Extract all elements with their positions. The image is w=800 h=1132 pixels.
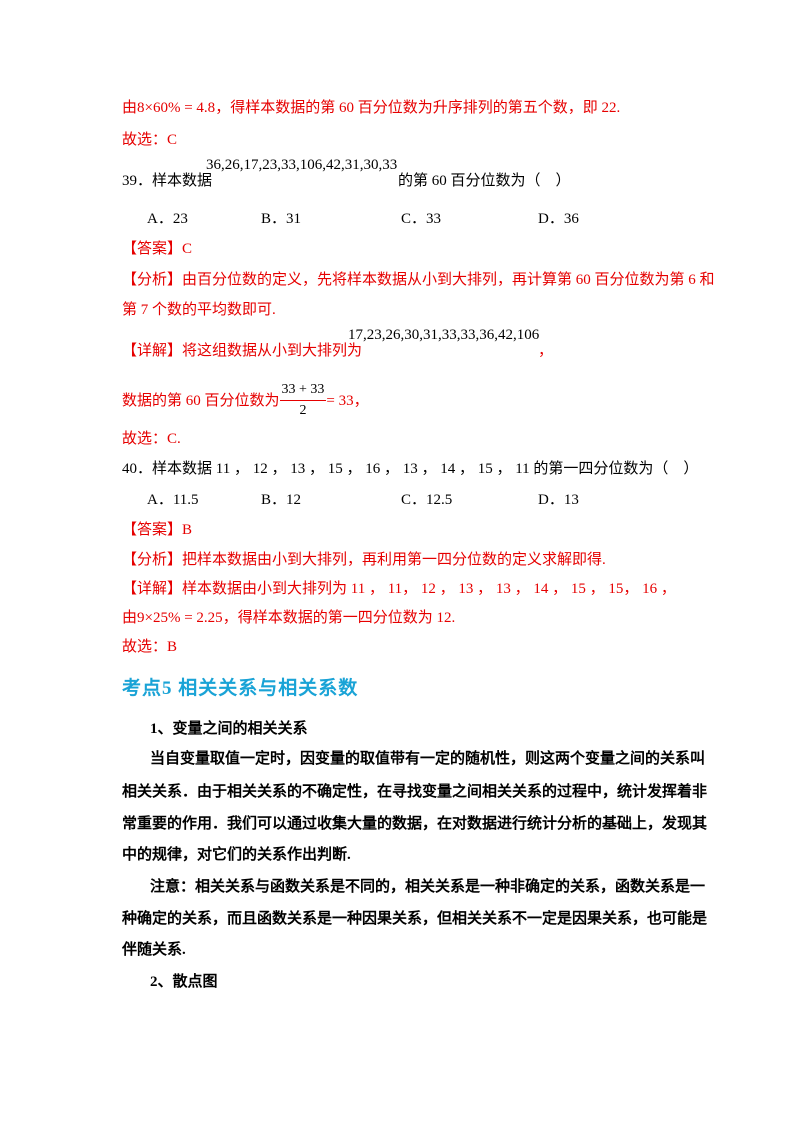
q40-analysis: 【分析】把样本数据由小到大排列，再利用第一四分位数的定义求解即得. [122, 552, 606, 568]
q39-option-b: B．31 [261, 211, 302, 227]
q40-detail: 【详解】样本数据由小到大排列为 11 ， 11， 12 ， 13 ， 13 ， … [122, 581, 676, 597]
para2-line-3: 伴随关系. [122, 942, 186, 958]
para1-line-4: 中的规律，对它们的关系作出判断. [122, 847, 351, 863]
q39-detail-prefix: 【详解】将这组数据从小到大排列为 [122, 343, 363, 359]
para1-line-1: 当自变量取值一定时，因变量的取值带有一定的随机性，则这两个变量之间的关系叫 [150, 751, 706, 767]
q38-calc-math: 8×60% = 4.8 [137, 100, 216, 116]
q40-answer: 【答案】B [122, 522, 193, 538]
q39-option-a: A．23 [147, 211, 188, 227]
q39-sorted-values: 17,23,26,30,31,33,33,36,42,106 [348, 327, 540, 343]
q40-stem: 40．样本数据 11 ， 12 ， 13 ， 15 ， 16 ， 13 ， 14… [122, 461, 699, 477]
q40-calc-suffix: ，得样本数据的第一四分位数为 12. [222, 610, 456, 626]
q40-option-a: A．11.5 [147, 492, 199, 508]
q40-calc-prefix: 由 [122, 610, 138, 626]
para1-line-2: 相关关系．由于相关关系的不确定性，在寻找变量之间相关关系的过程中，统计发挥着非 [122, 784, 708, 800]
para1-line-3: 常重要的作用．我们可以通过收集大量的数据，在对数据进行统计分析的基础上，发现其 [122, 816, 708, 832]
q39-choice: 故选：C. [122, 431, 181, 447]
q40-option-d: D．13 [538, 492, 579, 508]
subheading-scatter: 2、散点图 [150, 974, 218, 990]
q40-calc-line: 由9×25% = 2.25，得样本数据的第一四分位数为 12. [122, 611, 455, 626]
q39-option-c: C．33 [401, 211, 442, 227]
q38-calc-text: ，得样本数据的第 60 百分位数为升序排列的第五个数，即 22. [215, 100, 621, 116]
q39-result-prefix: 数据的第 60 百分位数为 [122, 392, 280, 409]
q39-data-values: 36,26,17,23,33,106,42,31,30,33 [206, 157, 398, 173]
q39-option-d: D．36 [538, 211, 579, 227]
q40-option-c: C．12.5 [401, 492, 453, 508]
q40-choice: 故选：B [122, 639, 178, 655]
para2-line-1: 注意：相关关系与函数关系是不同的，相关关系是一种非确定的关系，函数关系是一 [150, 879, 706, 895]
q39-analysis-line-2: 第 7 个数的平均数即可. [122, 302, 276, 318]
para2-line-2: 种确定的关系，而且函数关系是一种因果关系，但相关关系不一定是因果关系，也可能是 [122, 911, 708, 927]
q40-option-b: B．12 [261, 492, 302, 508]
q39-answer: 【答案】C [122, 241, 193, 257]
section-heading: 考点5 相关关系与相关系数 [122, 678, 359, 699]
q39-stem-prefix: 39．样本数据 [122, 173, 213, 189]
q38-choice: 故选：C [122, 132, 178, 148]
q39-result-suffix: = 33， [326, 392, 369, 409]
q39-fraction-denominator: 2 [299, 402, 307, 418]
q39-sorted-suffix: ， [538, 343, 554, 359]
q38-calc-line: 由8×60% = 4.8，得样本数据的第 60 百分位数为升序排列的第五个数，即… [122, 101, 620, 116]
q40-calc-math: 9×25% = 2.25 [137, 610, 223, 626]
q39-stem-suffix: 的第 60 百分位数为（ ） [398, 173, 571, 189]
q38-calc-prefix: 由 [122, 100, 138, 116]
q39-fraction-numerator: 33 + 33 [279, 382, 327, 401]
subheading-correlation: 1、变量之间的相关关系 [150, 721, 308, 737]
q39-analysis-line-1: 【分析】由百分位数的定义，先将样本数据从小到大排列，再计算第 60 百分位数为第… [122, 272, 715, 288]
